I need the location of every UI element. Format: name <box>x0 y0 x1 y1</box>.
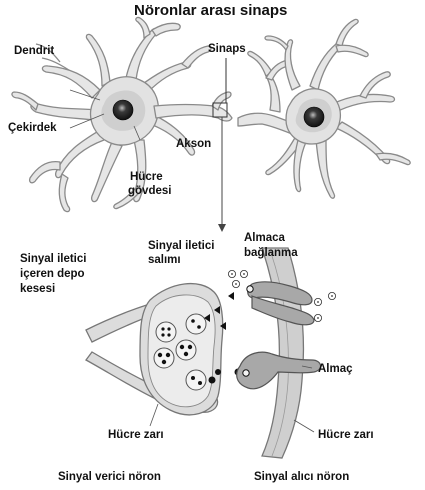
label-almaca-baglanma-line2: bağlanma <box>244 246 298 260</box>
label-sinyal-iletici-salimi-line1: Sinyal iletici <box>148 239 214 253</box>
label-almaca-baglanma-line1: Almaca <box>244 231 285 245</box>
label-cekirdek: Çekirdek <box>8 121 57 135</box>
nucleus-right <box>304 107 324 127</box>
label-depo-kesesi-line2: içeren depo <box>20 267 85 281</box>
label-depo-kesesi-line1: Sinyal iletici <box>20 252 86 266</box>
label-sinyal-iletici-salimi-line2: salımı <box>148 253 181 267</box>
label-hucre-govdesi-line2: gövdesi <box>128 184 171 198</box>
label-akson: Akson <box>176 137 211 151</box>
label-depo-kesesi-line3: kesesi <box>20 282 55 296</box>
label-almac: Almaç <box>318 362 353 376</box>
zoom-arrow-head <box>218 224 226 232</box>
label-sinaps: Sinaps <box>208 42 246 56</box>
label-sinyal-alici-noron: Sinyal alıcı nöron <box>254 470 349 484</box>
nucleus-left <box>113 100 133 120</box>
label-hucre-zari-right: Hücre zarı <box>318 428 374 442</box>
label-hucre-govdesi-line1: Hücre <box>130 170 163 184</box>
label-dendrit: Dendrit <box>14 44 54 58</box>
diagram-title: Nöronlar arası sinaps <box>134 2 287 20</box>
label-hucre-zari-left: Hücre zarı <box>108 428 164 442</box>
label-sinyal-verici-noron: Sinyal verici nöron <box>58 470 161 484</box>
